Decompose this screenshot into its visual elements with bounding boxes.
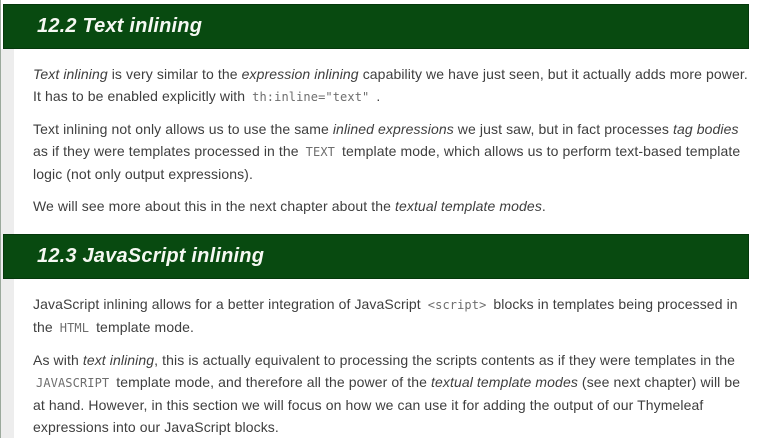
section-heading: 12.3 JavaScript inlining bbox=[3, 234, 749, 279]
emphasis-text: inlined expressions bbox=[332, 121, 454, 137]
paragraph: JavaScript inlining allows for a better … bbox=[33, 296, 738, 335]
paragraph: As with text inlining, this is actually … bbox=[33, 352, 741, 435]
section-heading: 12.2 Text inlining bbox=[3, 4, 749, 49]
emphasis-text: text inlining bbox=[82, 352, 155, 368]
inline-code: HTML bbox=[59, 321, 90, 335]
emphasis-text: textual template modes bbox=[430, 374, 578, 390]
paragraph: Text inlining not only allows us to use … bbox=[33, 121, 741, 182]
inline-code: JAVASCRIPT bbox=[36, 376, 110, 390]
inline-code: TEXT bbox=[305, 145, 335, 159]
section-body: JavaScript inlining allows for a better … bbox=[3, 279, 749, 438]
emphasis-text: textual template modes bbox=[394, 198, 542, 214]
paragraph: We will see more about this in the next … bbox=[33, 198, 546, 214]
inline-code: th:inline="text" bbox=[252, 90, 370, 104]
emphasis-text: expression inlining bbox=[241, 66, 359, 82]
page-edge-line bbox=[0, 0, 1, 438]
emphasis-text: tag bodies bbox=[672, 121, 739, 137]
inline-code: <script> bbox=[427, 298, 487, 312]
emphasis-text: Text inlining bbox=[33, 66, 108, 82]
section-body: Text inlining is very similar to the exp… bbox=[3, 49, 749, 217]
paragraph: Text inlining is very similar to the exp… bbox=[33, 66, 748, 104]
